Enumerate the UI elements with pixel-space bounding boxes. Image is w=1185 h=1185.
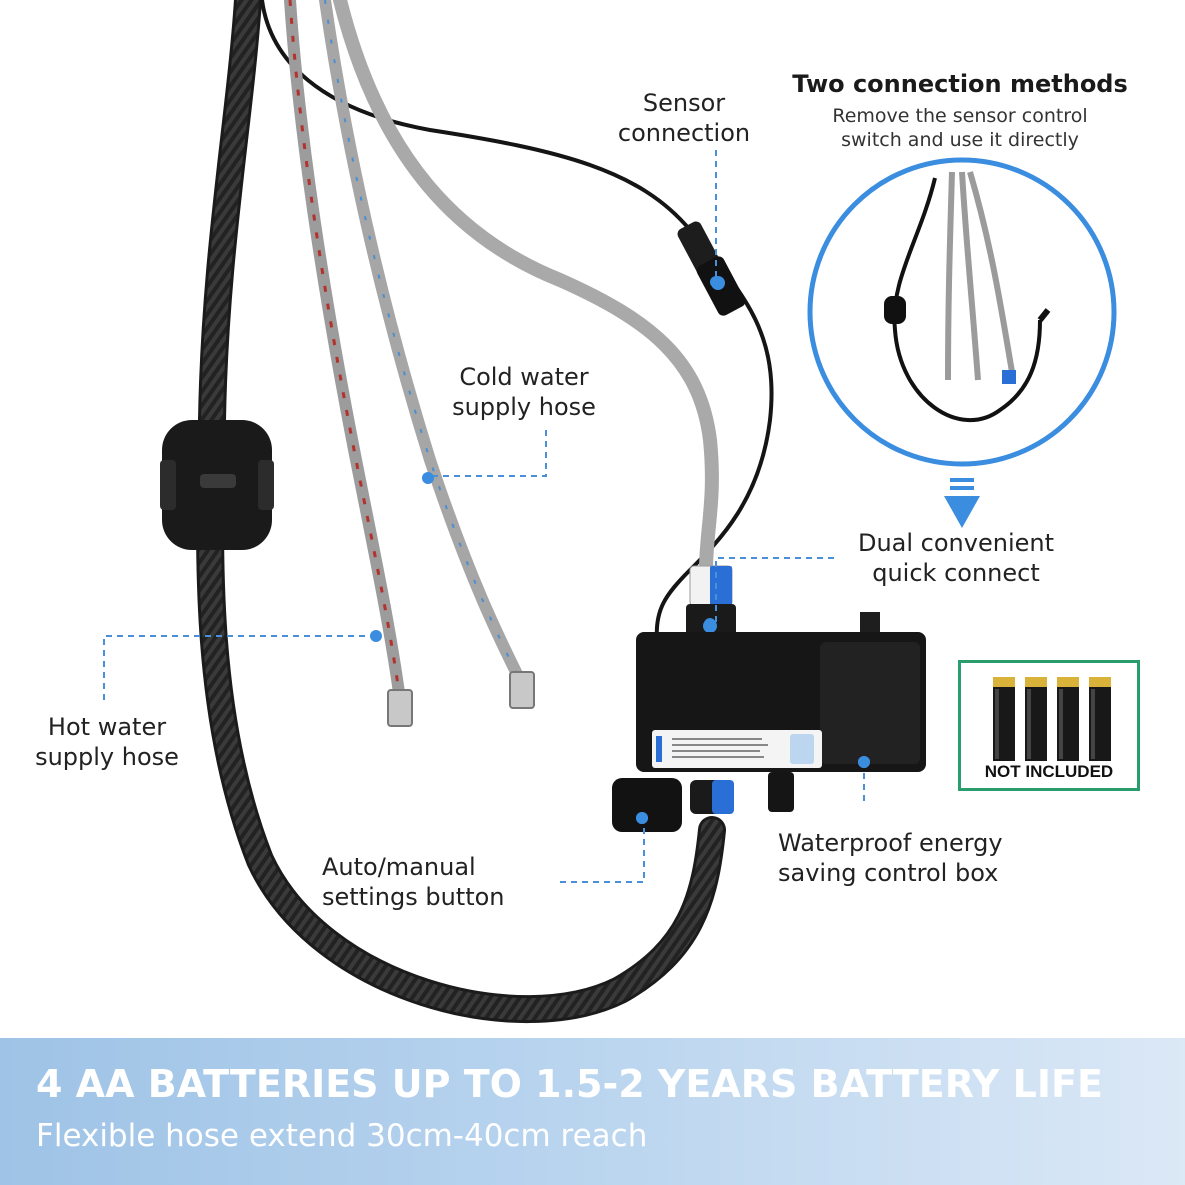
connection-methods-subtitle: Remove the sensor control switch and use…: [832, 105, 1088, 151]
dual-quick-connect-label: Dual convenient quick connect: [857, 529, 1055, 587]
sensor-module: [160, 420, 274, 550]
aa-batteries-image: [993, 677, 1111, 761]
aa-battery: [993, 677, 1015, 761]
sensor-braided-hose: [196, 0, 726, 1024]
aa-battery: [1089, 677, 1111, 761]
settings-button-label: Auto/manual settings button: [322, 853, 505, 911]
control-box-label: Waterproof energy saving control box: [778, 829, 1003, 887]
battery-life-banner: 4 AA BATTERIES UP TO 1.5-2 YEARS BATTERY…: [0, 1038, 1185, 1185]
banner-subtitle: Flexible hose extend 30cm-40cm reach: [36, 1118, 648, 1154]
cold-water-hose: [319, 0, 535, 709]
control-box: [612, 612, 926, 832]
cold-water-hose-label: Cold water supply hose: [452, 363, 596, 421]
not-included-note: NOT INCLUDED: [984, 762, 1114, 781]
connection-methods-inset: [807, 157, 1117, 528]
callout-dots: [370, 276, 870, 824]
battery-inset: NOT INCLUDED: [958, 660, 1140, 791]
banner-title: 4 AA BATTERIES UP TO 1.5-2 YEARS BATTERY…: [36, 1062, 1103, 1106]
outlet-hose: [333, 0, 719, 577]
connection-methods-title: Two connection methods: [792, 70, 1128, 98]
aa-battery: [1025, 677, 1047, 761]
sensor-connector: [677, 221, 746, 316]
sensor-connection-label: Sensor connection: [617, 89, 751, 147]
hot-water-hose: [284, 0, 413, 727]
hot-water-hose-label: Hot water supply hose: [35, 713, 179, 771]
aa-battery: [1057, 677, 1079, 761]
callout-lines: [103, 150, 865, 883]
